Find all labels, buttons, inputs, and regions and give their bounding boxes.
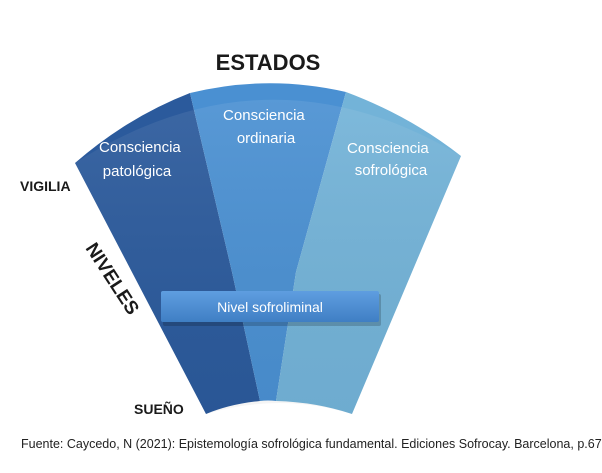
state-label-pathological: Consciencia patológica [99, 139, 185, 180]
state-label-ordinary: Consciencia ordinaria [223, 107, 309, 147]
sofroliminal-band [161, 291, 379, 322]
sofroliminal-band-label: Nivel sofroliminal [217, 299, 323, 315]
vigilia-label: VIGILIA [20, 178, 71, 194]
diagram-title: ESTADOS [216, 50, 321, 75]
source-citation: Fuente: Caycedo, N (2021): Epistemología… [21, 437, 602, 451]
sueno-label: SUEÑO [134, 400, 184, 417]
state-label-sofrological: Consciencia sofrológica [347, 140, 433, 179]
fan-shading [75, 99, 461, 415]
